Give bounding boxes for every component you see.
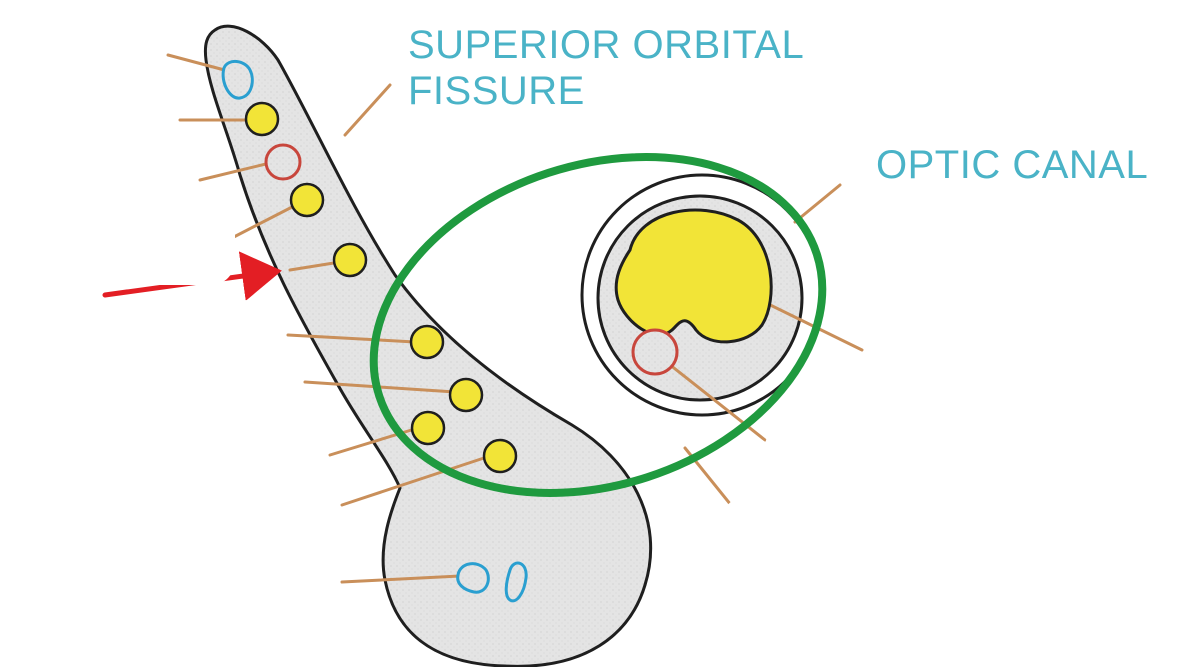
superior-ophthalmic-vein: [221, 60, 254, 100]
fissure-artery: [264, 143, 302, 181]
optic-canal-label: OPTIC CANAL: [876, 143, 1148, 187]
superior-orbital-fissure-label-line2: FISSURE: [408, 69, 585, 113]
masked-label-patches: [0, 0, 1163, 600]
ophthalmic-artery: [631, 328, 679, 376]
optic-nerve: [614, 208, 773, 344]
common-tendinous-ring: [369, 153, 827, 497]
superior-orbital-fissure-label-line1: SUPERIOR ORBITAL: [408, 23, 804, 67]
fissure-nerves: [244, 101, 518, 474]
inferior-ophthalmic-vein-right: [504, 561, 528, 603]
inferior-ophthalmic-vein-left: [456, 562, 490, 594]
